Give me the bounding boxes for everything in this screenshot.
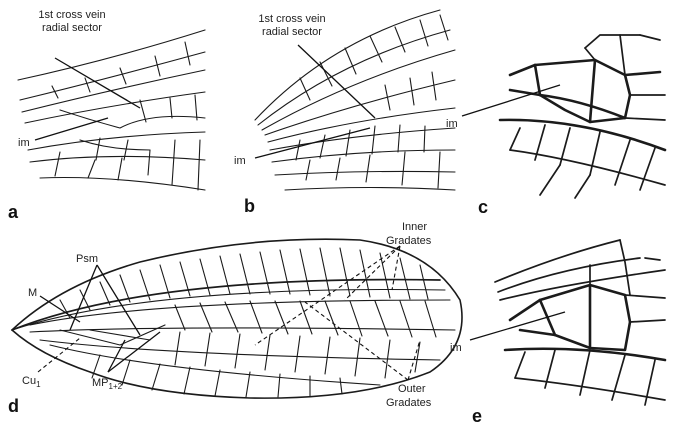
panel-a-veins bbox=[18, 30, 205, 190]
inner-gradates-leader-2 bbox=[255, 246, 400, 345]
panel-e-letter: e bbox=[472, 406, 482, 426]
panel-d-mp-label: MP1+2 bbox=[92, 377, 123, 391]
panel-b: 1st cross vein radial sector im b bbox=[234, 10, 455, 216]
panel-c-im-label: im bbox=[446, 118, 458, 130]
panel-d-mp-subscript: 1+2 bbox=[109, 382, 123, 391]
panel-b-letter: b bbox=[244, 196, 255, 216]
panel-d-inner-label-2: Gradates bbox=[386, 235, 432, 247]
panel-a-im-label: im bbox=[18, 137, 30, 149]
panel-a-letter: a bbox=[8, 202, 19, 222]
panel-d-leaders bbox=[38, 246, 420, 380]
panel-a: 1st cross vein radial sector im a bbox=[8, 9, 205, 222]
panel-d-cu-label: Cu1 bbox=[22, 375, 41, 389]
panel-e-im-label: im bbox=[450, 342, 462, 354]
panel-a-cross-vein-label-2: radial sector bbox=[42, 22, 102, 34]
psm-leader-2 bbox=[70, 265, 97, 330]
panel-d-outer-label-2: Gradates bbox=[386, 397, 432, 409]
panel-e: im e bbox=[450, 240, 665, 426]
panel-d-cu-subscript: 1 bbox=[36, 380, 41, 389]
panel-d-letter: d bbox=[8, 396, 19, 416]
panel-c-veins bbox=[500, 35, 665, 198]
panel-b-im-label: im bbox=[234, 155, 246, 167]
panel-d-veins bbox=[12, 248, 455, 397]
cu-leader bbox=[38, 338, 80, 372]
panel-d: Psm M Cu1 MP1+2 Inner Gradates Outer Gra… bbox=[8, 221, 462, 416]
mp-leader-2 bbox=[108, 332, 160, 372]
panel-d-cu-main: Cu bbox=[22, 375, 36, 387]
panel-d-psm-label: Psm bbox=[76, 253, 98, 265]
mp-leader-1 bbox=[108, 340, 125, 372]
panel-e-veins bbox=[495, 240, 665, 405]
inner-gradates-leader-1 bbox=[345, 246, 400, 300]
panel-d-outer-label-1: Outer bbox=[398, 383, 426, 395]
panel-a-im-leader bbox=[35, 118, 108, 140]
panel-a-cross-vein-label-1: 1st cross vein bbox=[38, 9, 105, 21]
panel-b-cross-vein-label-1: 1st cross vein bbox=[258, 13, 325, 25]
panel-c: im c bbox=[446, 35, 665, 217]
psm-leader-1 bbox=[97, 265, 140, 335]
panel-c-letter: c bbox=[478, 197, 488, 217]
panel-d-m-label: M bbox=[28, 287, 37, 299]
panel-d-inner-label-1: Inner bbox=[402, 221, 427, 233]
panel-d-mp-main: MP bbox=[92, 377, 109, 389]
panel-b-cross-vein-label-2: radial sector bbox=[262, 26, 322, 38]
